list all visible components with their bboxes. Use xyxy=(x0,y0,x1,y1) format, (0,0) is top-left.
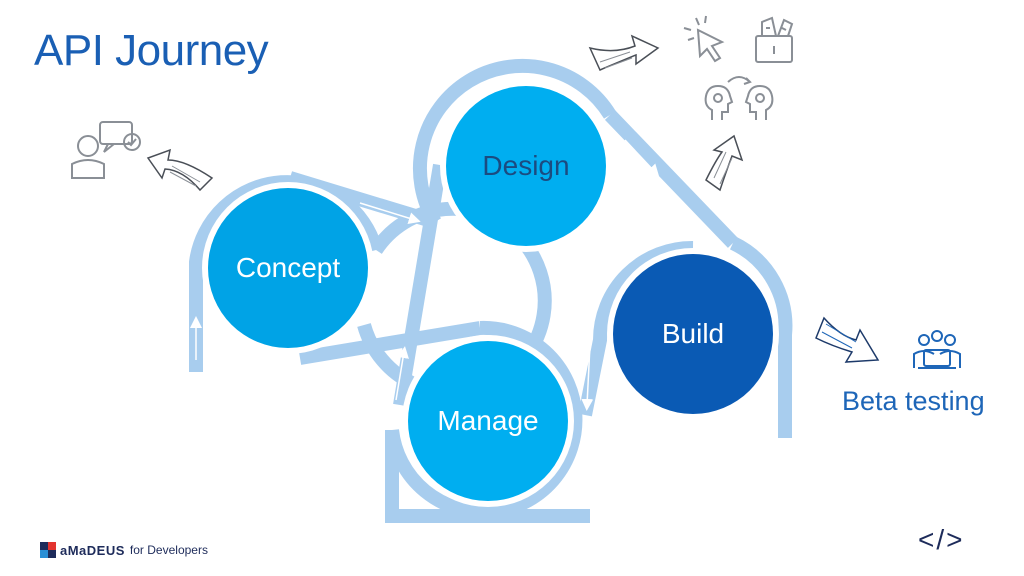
track-concept-manage xyxy=(298,321,482,365)
stage-manage: Manage xyxy=(402,335,574,507)
stage-build-label: Build xyxy=(662,318,724,349)
track-build-left xyxy=(578,240,694,417)
user-chat-icon xyxy=(71,121,141,179)
amadeus-logo-icon xyxy=(40,542,56,558)
footer-logo: aMaDEUS for Developers xyxy=(40,539,208,561)
heads-exchange-icon xyxy=(704,76,774,120)
cursor-click-icon xyxy=(683,15,725,63)
footer-tagline: for Developers xyxy=(129,543,208,557)
up-arrow-icon xyxy=(705,134,744,192)
right-arrow-icon xyxy=(815,316,880,363)
stage-design: Design xyxy=(440,80,612,252)
toolbox-icon xyxy=(755,16,794,63)
stage-concept: Concept xyxy=(202,182,374,354)
track-build-ring xyxy=(729,236,793,438)
right-arrow-top-icon xyxy=(588,34,660,71)
code-mark: </> xyxy=(918,524,965,555)
track-manage-ring xyxy=(385,320,583,519)
team-laptop-icon xyxy=(913,330,961,369)
track-direction-arrows xyxy=(190,139,660,411)
belt-tracks xyxy=(189,58,793,523)
track-design-build xyxy=(604,110,739,248)
stage-build: Build xyxy=(607,248,779,420)
beta-testing-label: Beta testing xyxy=(842,386,985,416)
track-design-ring xyxy=(412,58,616,226)
stage-manage-label: Manage xyxy=(437,405,538,436)
footer-brand: aMaDEUS xyxy=(60,542,125,558)
stage-concept-label: Concept xyxy=(236,252,341,283)
stage-design-label: Design xyxy=(482,150,569,181)
track-manage-bottom xyxy=(385,430,590,523)
curved-arrow-icon xyxy=(146,148,214,192)
page-title: API Journey xyxy=(34,26,269,75)
track-design-manage xyxy=(393,163,447,407)
